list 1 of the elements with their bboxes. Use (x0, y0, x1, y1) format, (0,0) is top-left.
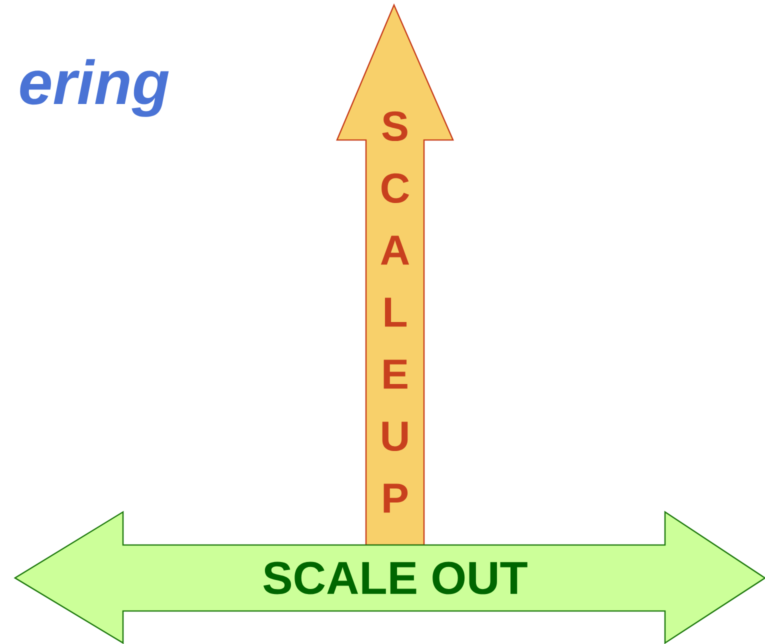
title: ering (20, 59, 169, 117)
